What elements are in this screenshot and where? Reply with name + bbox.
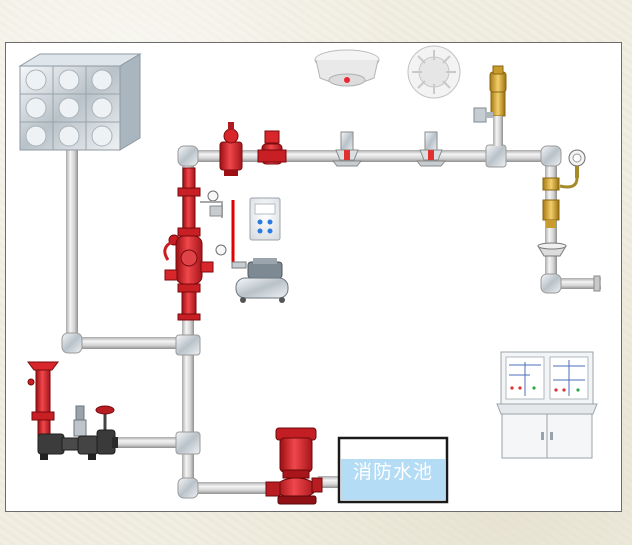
fire-pump-icon (265, 427, 323, 505)
control-cabinet-icon (496, 351, 598, 459)
air-compressor-icon (231, 258, 289, 303)
smoke-detector-icon (314, 49, 380, 87)
outdoor-hydrant-icon (27, 361, 59, 437)
signal-butterfly-valve-icon (219, 122, 243, 176)
stainless-water-tank-icon (18, 53, 142, 151)
pump-adapter-icon (37, 405, 118, 460)
pool-label: 消防水池 (352, 460, 433, 483)
sprinkler-head-icon (415, 131, 447, 167)
exhaust-valve-icon (473, 65, 507, 146)
alarm-valve-group-icon (163, 167, 227, 321)
fire-water-pool (337, 436, 449, 504)
sprinkler-head-icon (331, 131, 363, 167)
water-flow-indicator-icon (257, 130, 287, 165)
pool-water (341, 459, 445, 500)
pressure-switch-panel-icon (249, 197, 281, 241)
end-test-device-icon (537, 149, 586, 257)
heat-detector-icon (407, 45, 461, 99)
